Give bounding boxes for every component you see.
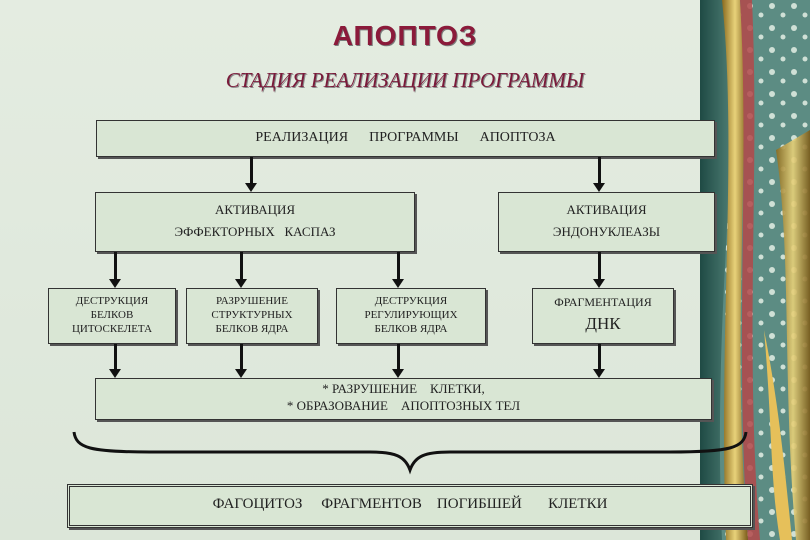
box3-line2: РЕГУЛИРУЮЩИХ: [364, 309, 458, 321]
arrow-result-3: [392, 344, 404, 378]
curly-brace: [72, 431, 748, 475]
endo-line2: ЭНДОНУКЛЕАЗЫ: [552, 224, 661, 239]
box1-line3: ЦИТОСКЕЛЕТА: [71, 323, 153, 335]
caspase-line1: АКТИВАЦИЯ: [214, 202, 296, 217]
box-program-realization-label: РЕАЛИЗАЦИЯ ПРОГРАММЫ АПОПТОЗА: [255, 130, 556, 145]
arrow-to-caspase: [245, 157, 257, 192]
arrow-to-endonuclease: [593, 157, 605, 192]
final-label: ФАГОЦИТОЗ ФРАГМЕНТОВ ПОГИБШЕЙ КЛЕТКИ: [212, 496, 608, 512]
box1-line1: ДЕСТРУКЦИЯ: [75, 295, 149, 307]
box4-line1: ФРАГМЕНТАЦИЯ: [554, 295, 652, 309]
result-line2: * ОБРАЗОВАНИЕ АПОПТОЗНЫХ ТЕЛ: [286, 398, 521, 413]
box3-line1: ДЕСТРУКЦИЯ: [374, 295, 448, 307]
arrow-result-2: [235, 344, 247, 378]
box-dna-fragmentation: ФРАГМЕНТАЦИЯ ДНК: [532, 288, 674, 344]
box2-line2: СТРУКТУРНЫХ: [211, 309, 293, 321]
arrow-to-regulatory: [392, 252, 404, 288]
box1-line2: БЕЛКОВ: [90, 309, 134, 321]
arrow-to-structural: [235, 252, 247, 288]
box-caspase-activation: АКТИВАЦИЯ ЭФФЕКТОРНЫХ КАСПАЗ: [95, 192, 415, 252]
caspase-line2: ЭФФЕКТОРНЫХ КАСПАЗ: [174, 224, 336, 239]
arrow-to-dna: [593, 252, 605, 288]
endo-line1: АКТИВАЦИЯ: [566, 202, 647, 217]
box2-line3: БЕЛКОВ ЯДРА: [215, 323, 289, 335]
result-line1: * РАЗРУШЕНИЕ КЛЕТКИ,: [322, 381, 485, 396]
slide-title: АПОПТОЗ: [332, 20, 478, 51]
box2-line1: РАЗРУШЕНИЕ: [216, 295, 288, 307]
box-program-realization: РЕАЛИЗАЦИЯ ПРОГРАММЫ АПОПТОЗА: [96, 120, 715, 157]
arrow-to-cytoskeleton: [109, 252, 121, 288]
slide-subtitle: СТАДИЯ РЕАЛИЗАЦИИ ПРОГРАММЫ: [225, 68, 585, 92]
box-structural-proteins: РАЗРУШЕНИЕ СТРУКТУРНЫХ БЕЛКОВ ЯДРА: [186, 288, 318, 344]
arrow-result-1: [109, 344, 121, 378]
box-regulatory-proteins: ДЕСТРУКЦИЯ РЕГУЛИРУЮЩИХ БЕЛКОВ ЯДРА: [336, 288, 486, 344]
box-phagocytosis: ФАГОЦИТОЗ ФРАГМЕНТОВ ПОГИБШЕЙ КЛЕТКИ: [67, 484, 753, 528]
box-endonuclease-activation: АКТИВАЦИЯ ЭНДОНУКЛЕАЗЫ: [498, 192, 715, 252]
arrow-result-4: [593, 344, 605, 378]
box4-line2: ДНК: [585, 314, 621, 333]
box-cell-destruction: * РАЗРУШЕНИЕ КЛЕТКИ, * ОБРАЗОВАНИЕ АПОПТ…: [95, 378, 712, 420]
box-cytoskeleton: ДЕСТРУКЦИЯ БЕЛКОВ ЦИТОСКЕЛЕТА: [48, 288, 176, 344]
box3-line3: БЕЛКОВ ЯДРА: [374, 323, 448, 335]
